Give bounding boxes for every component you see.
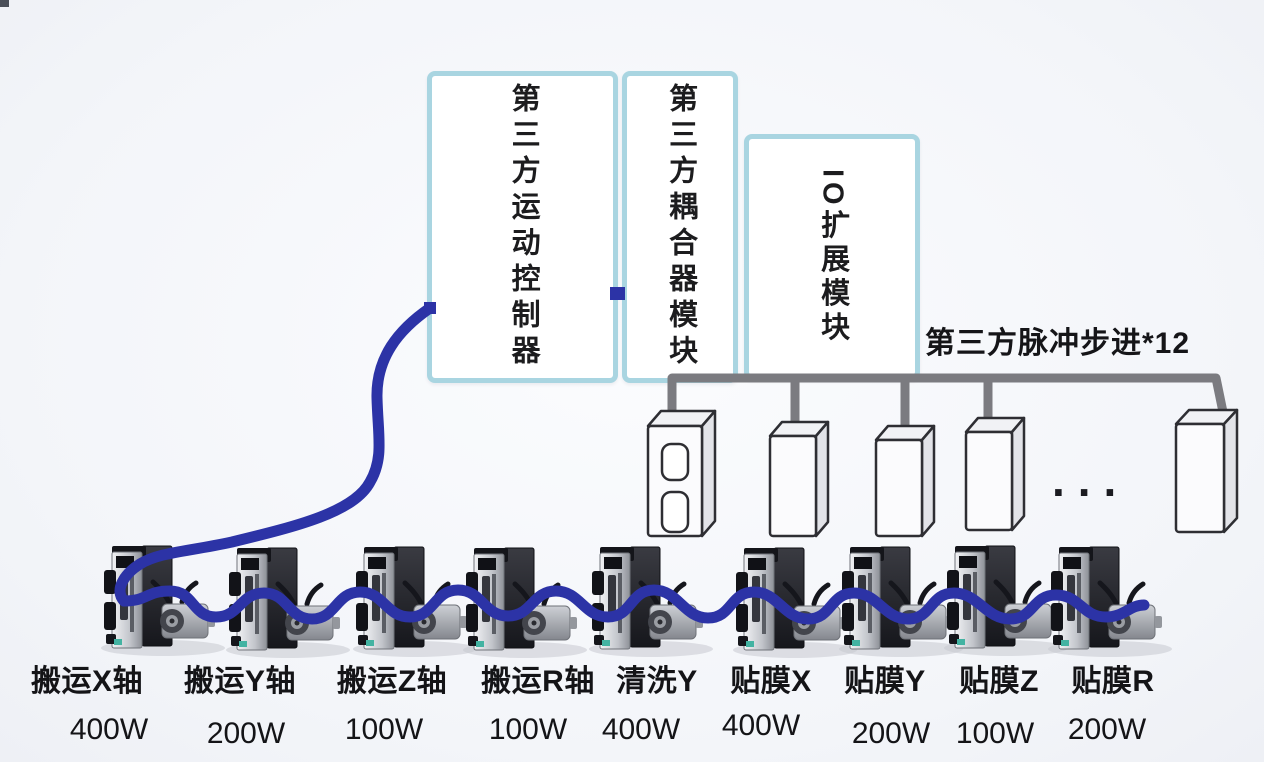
- axis-power: 400W: [69, 713, 149, 746]
- axis-label-2: 搬运Y轴 200W: [165, 656, 315, 750]
- axis-label-8: 贴膜Z 100W: [924, 656, 1074, 750]
- axis-power: 200W: [1067, 713, 1147, 746]
- axis-label-9: 贴膜R 200W: [1038, 656, 1188, 747]
- axis-name: 搬运R轴: [481, 665, 595, 698]
- axis-name: 搬运X轴: [30, 665, 143, 698]
- axis-label-3: 搬运Z轴 100W: [317, 656, 467, 747]
- axis-name: 清洗Y: [616, 665, 698, 698]
- axis-power: 400W: [721, 709, 801, 742]
- axis-name: 贴膜R: [1071, 665, 1155, 698]
- axis-label-4: 搬运R轴 100W: [463, 656, 613, 747]
- axis-label-5: 清洗Y 400W: [582, 656, 732, 747]
- axis-power: 100W: [344, 713, 424, 746]
- axis-label-7: 贴膜Y 200W: [810, 656, 960, 750]
- axis-power: 100W: [955, 717, 1035, 750]
- ellipsis-more-drivers: ...: [1052, 454, 1130, 506]
- axis-name: 搬运Y轴: [183, 665, 296, 698]
- axis-label-1: 搬运X轴 400W: [12, 656, 162, 747]
- axis-label-6: 贴膜X 400W: [696, 656, 846, 747]
- axis-name: 贴膜Y: [844, 665, 926, 698]
- axis-power: 200W: [206, 717, 286, 750]
- axis-name: 搬运Z轴: [336, 665, 448, 698]
- corner-artifact: [0, 0, 9, 7]
- axis-power: 100W: [488, 713, 568, 746]
- axis-power: 400W: [601, 713, 681, 746]
- axis-power: 200W: [851, 717, 931, 750]
- axis-name: 贴膜X: [730, 665, 812, 698]
- pulse-bus-label: 第三方脉冲步进*12: [925, 327, 1191, 360]
- axis-name: 贴膜Z: [959, 665, 1039, 698]
